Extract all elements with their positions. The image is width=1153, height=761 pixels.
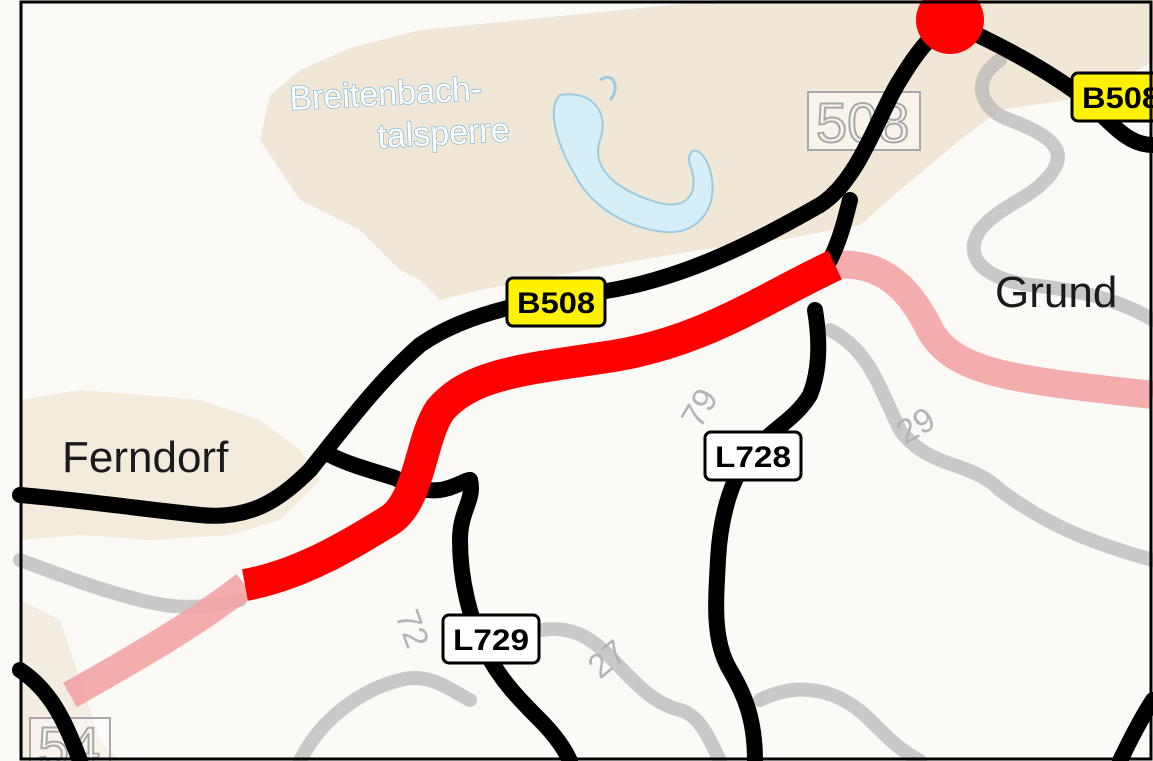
- road-southwest: [12, 662, 88, 761]
- planned-route-faded: [63, 250, 1153, 708]
- place-label-grund: Grund: [995, 268, 1117, 317]
- road-b508-main: [12, 14, 958, 524]
- planned-route-section: [241, 250, 842, 601]
- shield-b508-center-bg: [505, 276, 607, 328]
- reservoir-label-line2: talsperre: [376, 111, 510, 156]
- settlement-area-north: [260, 0, 1153, 300]
- faded-road-northeast: [966, 53, 1153, 327]
- shield-l729-bg: [441, 613, 541, 665]
- shield-l729-label: L729: [453, 624, 529, 657]
- reservoir: [552, 93, 714, 234]
- shield-b508-topright-label: B508: [1082, 82, 1153, 115]
- shield-b508-topright: B508: [1070, 71, 1153, 123]
- shield-b508-center-label: B508: [517, 287, 595, 320]
- shield-l729: L729: [441, 613, 541, 665]
- road-b508-branch: [822, 192, 858, 268]
- reservoir-inlet: [599, 76, 617, 102]
- map-frame: [19, 0, 1153, 761]
- road-l728: [708, 302, 827, 761]
- faded-road-southwest: [293, 671, 477, 761]
- junction-node: [916, 0, 984, 54]
- faded-road-southeast: [753, 682, 927, 761]
- shield-l728-bg: [703, 430, 803, 482]
- faded-roads: [13, 53, 1153, 761]
- faded-road-east: [823, 323, 1153, 567]
- shield-l728: L728: [703, 430, 803, 482]
- place-label-ferndorf: Ferndorf: [62, 433, 229, 482]
- shield-b508-center: B508: [505, 276, 607, 328]
- planned-route-faded-west: [63, 573, 254, 708]
- planned-route-faded-east: [833, 250, 1153, 409]
- shield-b508-topright-bg: [1070, 71, 1153, 123]
- shield-l728-label: L728: [715, 441, 791, 474]
- road-southeast: [1112, 692, 1153, 761]
